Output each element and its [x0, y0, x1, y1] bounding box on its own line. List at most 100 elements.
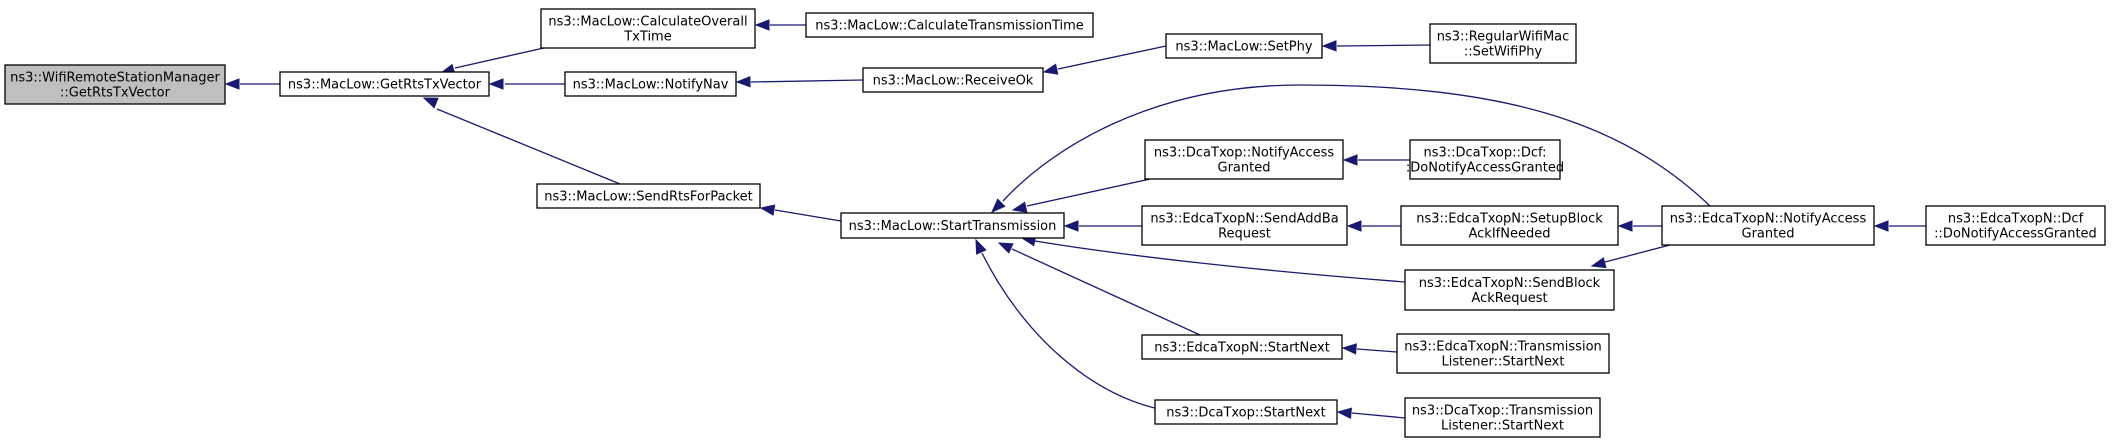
node-box [1429, 23, 1577, 64]
edge-edcanotify-to-starttx [991, 84, 1711, 213]
node-label: ns3::EdcaTxopN::SetupBlock [1416, 212, 1603, 227]
arrowhead-icon [1011, 201, 1028, 213]
node-label: ns3::EdcaTxopN::StartNext [1154, 341, 1330, 356]
node-sendrts[interactable]: ns3::MacLow::SendRtsForPacket [536, 183, 761, 209]
node-edcastartnext[interactable]: ns3::EdcaTxopN::StartNext [1141, 334, 1343, 360]
node-label: ns3::MacLow::StartTransmission [849, 219, 1057, 234]
node-notifynav[interactable]: ns3::MacLow::NotifyNav [564, 71, 737, 97]
edge-line [750, 79, 864, 83]
edge-edcanotify-to-setupblock [1617, 220, 1662, 232]
edge-line [1011, 248, 1201, 336]
node-box [1144, 139, 1344, 180]
edge-calctrans-to-calcoverall [754, 19, 806, 31]
arrowhead-icon [975, 238, 987, 255]
node-label: ns3::WifiRemoteStationManager [10, 71, 220, 86]
node-label: ns3::MacLow::CalculateTransmissionTime [815, 19, 1084, 34]
arrowhead-icon [759, 204, 776, 216]
node-dcalistener[interactable]: ns3::DcaTxop::TransmissionListener::Star… [1404, 397, 1601, 438]
edge-line [1336, 44, 1431, 47]
edge-dcalistener-to-dcastartnext [1336, 407, 1406, 419]
node-label: Granted [1742, 227, 1795, 242]
node-label: ns3::EdcaTxopN::Dcf [1948, 212, 2084, 227]
edge-dcadcf-to-dcanotify [1342, 154, 1410, 166]
node-edcalistener[interactable]: ns3::EdcaTxopN::TransmissionListener::St… [1396, 333, 1610, 374]
arrowhead-icon [997, 242, 1014, 254]
edge-line [774, 209, 842, 222]
node-label: AckRequest [1471, 291, 1547, 306]
node-box [805, 12, 1094, 38]
node-setwifiphy[interactable]: ns3::RegularWifiMac::SetWifiPhy [1429, 23, 1577, 64]
node-box [540, 8, 756, 49]
node-label: ::DoNotifyAccessGranted [1934, 227, 2097, 242]
node-edcadcf[interactable]: ns3::EdcaTxopN::Dcf::DoNotifyAccessGrant… [1925, 205, 2106, 246]
arrowhead-icon [1341, 343, 1357, 355]
edge-dcastartnext-to-starttx [975, 238, 1176, 413]
node-calctrans[interactable]: ns3::MacLow::CalculateTransmissionTime [805, 12, 1094, 38]
edge-edcadcf-to-edcanotify [1873, 220, 1926, 232]
edge-notifynav-to-getrts [488, 78, 565, 90]
node-getrts[interactable]: ns3::MacLow::GetRtsTxVector [279, 71, 490, 97]
edge-sendaddba-to-starttx [1063, 220, 1142, 232]
node-label: ns3::DcaTxop::Dcf: [1423, 146, 1546, 161]
arrowhead-icon [735, 76, 751, 88]
node-dcadcf[interactable]: ns3::DcaTxop::Dcf::DoNotifyAccessGranted [1406, 139, 1564, 180]
edge-line [454, 44, 558, 69]
edge-line [1002, 84, 1711, 207]
nodes-layer: ns3::WifiRemoteStationManager::GetRtsTxV… [4, 8, 2106, 438]
node-label: ns3::DcaTxop::NotifyAccess [1154, 146, 1335, 161]
node-dcastartnext[interactable]: ns3::DcaTxop::StartNext [1154, 399, 1338, 425]
arrowhead-icon [422, 97, 439, 109]
node-starttx[interactable]: ns3::MacLow::StartTransmission [840, 212, 1065, 239]
arrowhead-icon [1321, 40, 1337, 52]
node-label: ns3::DcaTxop::StartNext [1166, 406, 1325, 421]
node-label: Listener::StartNext [1442, 355, 1565, 370]
node-box [1925, 205, 2106, 246]
node-label: ::GetRtsTxVector [60, 86, 171, 101]
node-label: ns3::MacLow::SendRtsForPacket [544, 190, 753, 205]
node-label: ns3::MacLow::NotifyNav [573, 78, 729, 93]
node-box [1404, 397, 1601, 438]
node-box [1141, 334, 1343, 360]
arrowhead-icon [1336, 407, 1353, 419]
node-dcanotify[interactable]: ns3::DcaTxop::NotifyAccessGranted [1144, 139, 1344, 180]
node-receiveok[interactable]: ns3::MacLow::ReceiveOk [862, 67, 1044, 93]
node-box [840, 212, 1065, 239]
node-box [862, 67, 1044, 93]
arrowhead-icon [1873, 220, 1889, 232]
edge-edcalistener-to-edcastartnext [1341, 343, 1398, 355]
edge-line [1026, 178, 1151, 207]
node-box [564, 71, 737, 97]
node-box [279, 71, 490, 97]
edge-setupblock-to-sendaddba [1346, 220, 1401, 232]
node-label: AckIfNeeded [1469, 227, 1551, 242]
edge-edcanotify-to-sendblockack [1590, 244, 1671, 269]
node-label: TxTime [623, 30, 671, 45]
node-label: ns3::DcaTxop::Transmission [1412, 404, 1593, 419]
node-label: ::SetWifiPhy [1464, 45, 1543, 60]
edge-calcoverall-to-getrts [439, 44, 558, 75]
edge-getrts-to-root [224, 78, 280, 90]
node-root: ns3::WifiRemoteStationManager::GetRtsTxV… [4, 64, 226, 105]
node-label: Request [1218, 227, 1271, 242]
node-setphy[interactable]: ns3::MacLow::SetPhy [1165, 33, 1323, 59]
node-label: Granted [1218, 161, 1271, 176]
edge-receiveok-to-notifynav [735, 76, 864, 88]
arrowhead-icon [991, 198, 1006, 213]
edge-edcastartnext-to-starttx [997, 242, 1201, 336]
arrowhead-icon [1342, 154, 1358, 166]
node-box [4, 64, 226, 105]
edge-line [1057, 45, 1167, 70]
node-edcanotify[interactable]: ns3::EdcaTxopN::NotifyAccessGranted [1661, 205, 1875, 246]
node-label: ns3::RegularWifiMac [1437, 30, 1570, 45]
node-label: ns3::MacLow::SetPhy [1175, 40, 1312, 55]
arrowhead-icon [754, 19, 770, 31]
node-label: Listener::StartNext [1441, 419, 1564, 434]
node-box [1409, 139, 1561, 180]
node-label: ns3::EdcaTxopN::SendAddBa [1150, 212, 1338, 227]
edge-line [436, 108, 621, 185]
